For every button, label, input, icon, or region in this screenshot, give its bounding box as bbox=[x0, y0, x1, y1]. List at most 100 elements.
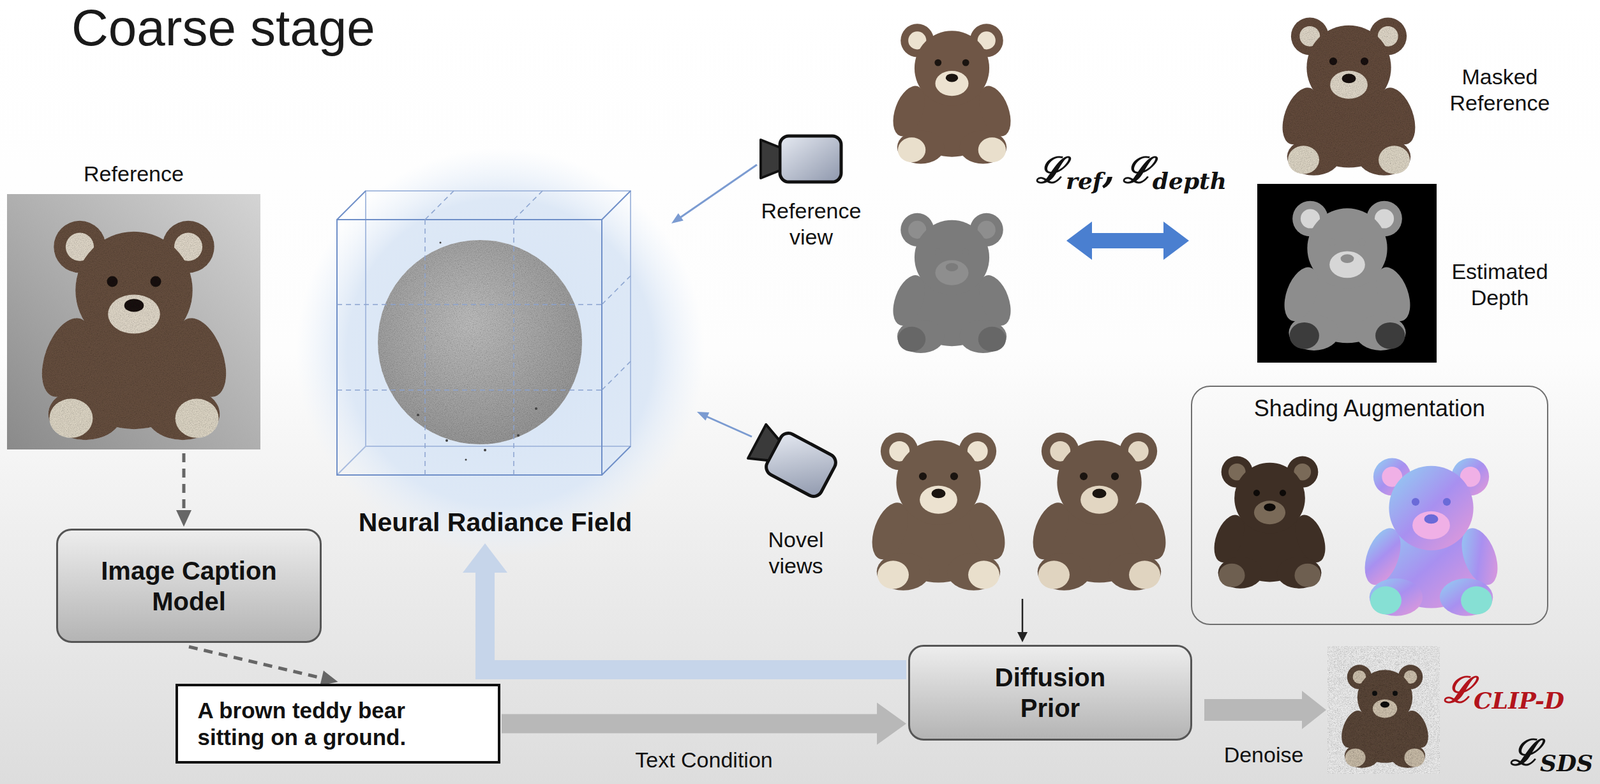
process-box: Image Caption Model bbox=[56, 528, 322, 643]
denoised-image bbox=[1327, 645, 1440, 774]
camera-icon bbox=[760, 135, 842, 182]
nerf-volume-art bbox=[601, 190, 631, 220]
augmentation-panel: Shading Augmentation bbox=[1190, 385, 1549, 625]
loss-double-arrow bbox=[1066, 221, 1189, 260]
nerf-volume-art bbox=[365, 190, 631, 447]
flow-arrow bbox=[1301, 690, 1327, 729]
loss-subscript: CLIP-D bbox=[1473, 687, 1565, 714]
reference-photo bbox=[7, 194, 261, 450]
rendered-bear bbox=[887, 23, 1018, 164]
loss-symbol: ℒ bbox=[1443, 670, 1474, 710]
nerf-volume-art bbox=[336, 219, 602, 475]
node-text: A brown teddy bear sitting on a ground. bbox=[197, 696, 479, 751]
nerf-volume-art bbox=[516, 433, 520, 437]
loss-double-arrow bbox=[1066, 221, 1189, 260]
connector bbox=[462, 543, 907, 670]
arrow-head bbox=[462, 543, 508, 573]
node-text: Neural Radiance Field bbox=[303, 506, 687, 539]
flow-arrow bbox=[1021, 598, 1024, 634]
nerf-volume-art bbox=[601, 275, 631, 305]
connector bbox=[188, 646, 339, 686]
nerf-volume-art bbox=[601, 446, 631, 475]
loss-symbol: , bbox=[1102, 150, 1115, 191]
text-label: Estimated Depth bbox=[1429, 258, 1571, 311]
rendered-bear bbox=[1257, 183, 1437, 363]
connector-line bbox=[182, 453, 186, 516]
connector bbox=[176, 453, 192, 527]
text-label: Masked Reference bbox=[1429, 63, 1571, 117]
node-text: Diffusion Prior bbox=[970, 661, 1131, 724]
nerf-volume-art bbox=[336, 303, 602, 306]
camera-ray-arrow bbox=[704, 415, 752, 437]
nerf-volume-art bbox=[424, 219, 426, 475]
loss-symbol: ℒ bbox=[1122, 150, 1153, 191]
loss-symbol: ℒ bbox=[1035, 150, 1066, 191]
caption-box: A brown teddy bear sitting on a ground. bbox=[175, 683, 501, 764]
loss-formula: ℒref,ℒdepth bbox=[1035, 150, 1227, 191]
rendered-bear bbox=[1275, 17, 1423, 175]
reference-image: Reference bbox=[7, 194, 261, 450]
loss-formula: ℒCLIP-D bbox=[1443, 670, 1565, 710]
text-label: Novel views bbox=[747, 526, 844, 579]
loss-subscript: depth bbox=[1152, 168, 1227, 195]
loss-subscript: SDS bbox=[1540, 750, 1593, 777]
nerf-volume-art bbox=[377, 239, 583, 445]
nerf-volume-art bbox=[416, 413, 420, 417]
slide-title: Coarse stage bbox=[71, 0, 376, 57]
camera-ray-arrow bbox=[671, 164, 757, 437]
nerf-volume-art bbox=[336, 190, 366, 220]
nerf-volume-art bbox=[336, 190, 631, 475]
nerf-volume-art bbox=[483, 448, 487, 452]
nerf-volume: Neural Radiance Field bbox=[303, 191, 687, 540]
nerf-volume-art bbox=[336, 190, 631, 475]
edge-label: Text Condition bbox=[635, 746, 773, 773]
text-label: Denoise bbox=[1199, 741, 1328, 768]
nerf-volume-art bbox=[439, 241, 442, 244]
camera-icon bbox=[746, 135, 842, 500]
rendered-bear bbox=[1208, 456, 1331, 589]
rendered-bear bbox=[1277, 201, 1417, 351]
camera-icon bbox=[746, 421, 839, 500]
connector-line bbox=[501, 714, 886, 734]
loss-subscript: ref bbox=[1065, 168, 1103, 195]
nerf-volume-art bbox=[601, 361, 631, 390]
rendered-bear bbox=[1358, 457, 1505, 616]
reference-photo bbox=[7, 194, 261, 450]
loss-formula: ℒSDS bbox=[1510, 732, 1593, 773]
connector-line bbox=[188, 646, 327, 680]
nerf-volume-art bbox=[513, 219, 515, 475]
node-text: Reference bbox=[7, 160, 261, 187]
arrow-head bbox=[176, 509, 192, 527]
rendered-bear bbox=[865, 17, 1505, 616]
node-text: Shading Augmentation bbox=[1254, 394, 1486, 422]
nerf-volume-art bbox=[296, 148, 705, 557]
denoised-image bbox=[1327, 645, 1440, 774]
camera-ray-arrow bbox=[696, 411, 710, 421]
nerf-volume-art bbox=[445, 439, 449, 442]
flow-arrow bbox=[1204, 698, 1305, 721]
nerf-volume-art bbox=[296, 148, 705, 557]
reference-photo bbox=[32, 220, 237, 440]
arrow-head bbox=[876, 702, 907, 745]
rendered-bear bbox=[887, 213, 1018, 353]
connector-line bbox=[485, 563, 907, 670]
nerf-volume-art bbox=[513, 190, 543, 220]
rendered-bear bbox=[865, 432, 1013, 590]
flow-arrow bbox=[1017, 631, 1028, 643]
process-box: Diffusion Prior bbox=[908, 644, 1193, 741]
node-text: Image Caption Model bbox=[83, 555, 295, 617]
denoised-image bbox=[1337, 664, 1433, 768]
loss-symbol: ℒ bbox=[1510, 732, 1541, 773]
connector bbox=[501, 702, 907, 745]
nerf-volume-art bbox=[425, 190, 454, 220]
nerf-volume-art bbox=[336, 446, 366, 475]
nerf-volume-art bbox=[534, 407, 538, 410]
camera-ray-arrow bbox=[671, 213, 684, 224]
camera-ray-arrow bbox=[679, 164, 757, 219]
nerf-volume-art bbox=[465, 458, 468, 461]
rendered-bear bbox=[1026, 432, 1174, 590]
nerf-volume-art bbox=[336, 389, 602, 391]
text-label: Reference view bbox=[747, 197, 875, 251]
